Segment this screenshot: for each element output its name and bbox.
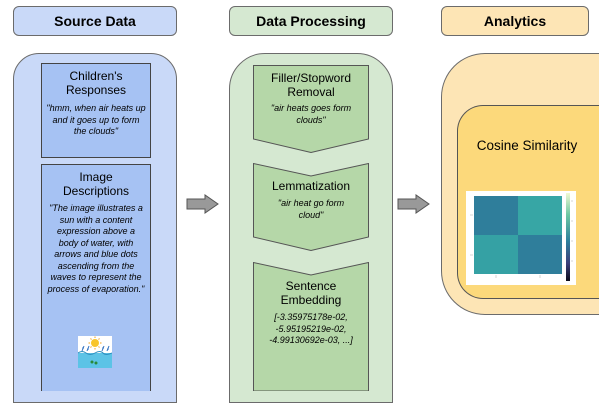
- lemmatization-step: Lemmatization "air heat go form cloud": [253, 163, 369, 251]
- sentence-embedding-text: [-3.35975178e-02, -5.95195219e-02, -4.99…: [269, 312, 353, 345]
- image-descriptions-title: Image Descriptions: [62, 170, 130, 198]
- data-processing-header: Data Processing: [229, 6, 393, 36]
- image-descriptions-box: Image Descriptions "The image illustrate…: [41, 164, 151, 391]
- source-data-header-label: Source Data: [54, 13, 136, 29]
- cosine-similarity-title: Cosine Similarity: [476, 138, 578, 153]
- heatmap-colorbar: [566, 193, 570, 281]
- analytics-header-label: Analytics: [483, 13, 547, 29]
- heatmap-cell: [474, 235, 518, 274]
- image-descriptions-quote: "The image illustrates a sun with a cont…: [47, 203, 145, 294]
- stopword-removal-text: "air heats goes form clouds": [270, 103, 352, 125]
- sentence-embedding-step: Sentence Embedding [-3.35975178e-02, -5.…: [253, 262, 369, 391]
- analytics-header: Analytics: [441, 6, 589, 36]
- similarity-heatmap: [466, 191, 576, 285]
- right-arrow-icon: [186, 194, 220, 214]
- childrens-responses-quote: "hmm, when air heats up and it goes up t…: [46, 103, 146, 136]
- stopword-removal-title: Filler/Stopword Removal: [270, 71, 352, 99]
- right-arrow-icon: [397, 194, 431, 214]
- childrens-responses-title: Children's Responses: [65, 69, 127, 97]
- heatmap-cell: [518, 235, 562, 274]
- source-data-header: Source Data: [13, 6, 177, 36]
- heatmap-cell: [518, 196, 562, 235]
- evaporation-thumbnail-icon: [77, 336, 113, 373]
- lemmatization-text: "air heat go form cloud": [277, 198, 345, 220]
- heatmap-cell: [474, 196, 518, 235]
- data-processing-header-label: Data Processing: [256, 13, 366, 29]
- childrens-responses-box: Children's Responses "hmm, when air heat…: [41, 63, 151, 158]
- stopword-removal-step: Filler/Stopword Removal "air heats goes …: [253, 65, 369, 153]
- sentence-embedding-title: Sentence Embedding: [280, 279, 342, 307]
- lemmatization-title: Lemmatization: [271, 179, 351, 193]
